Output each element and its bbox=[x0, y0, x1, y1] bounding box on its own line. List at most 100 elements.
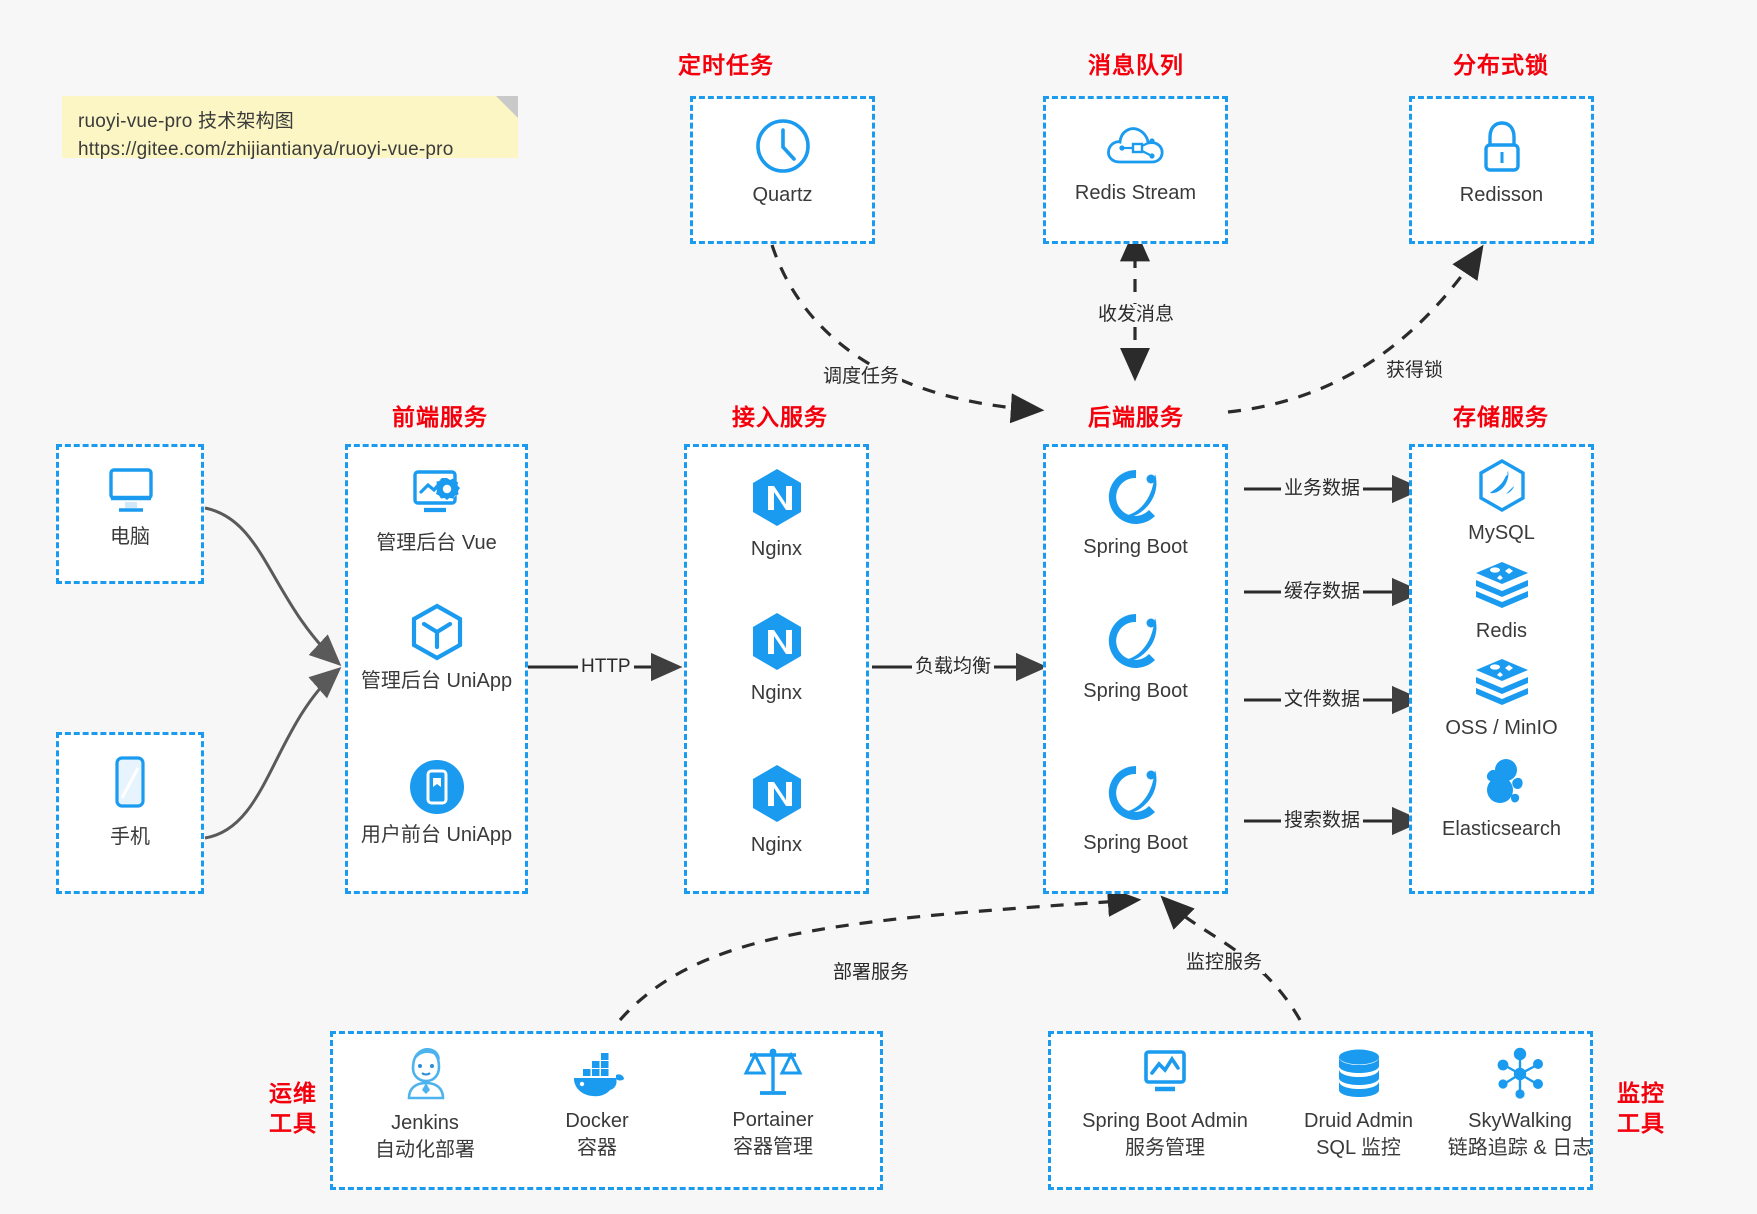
node-redisson[interactable]: Redisson bbox=[1409, 118, 1594, 209]
group-title-lock: 分布式锁 bbox=[1453, 52, 1549, 78]
dashboard-gear-icon bbox=[412, 470, 460, 513]
edge-label-load-balance: 负载均衡 bbox=[912, 656, 995, 678]
node-label: Elasticsearch bbox=[1442, 818, 1561, 840]
node-label: Nginx bbox=[750, 682, 803, 704]
edge-label-monitor-service: 监控服务 bbox=[1183, 952, 1266, 974]
scales-icon bbox=[743, 1048, 803, 1095]
node-label: 管理后台 UniApp bbox=[360, 670, 513, 692]
group-box-phone bbox=[56, 732, 204, 894]
node-label: Portainer bbox=[732, 1109, 814, 1131]
node-phone[interactable]: 手机 bbox=[56, 754, 204, 851]
node-label: MySQL bbox=[1468, 522, 1535, 544]
smartphone-icon bbox=[115, 756, 145, 808]
group-title-devops-line1: 运维 bbox=[269, 1080, 317, 1106]
node-label: Quartz bbox=[752, 184, 813, 206]
node-sublabel: SQL 监控 bbox=[1316, 1137, 1401, 1159]
node-admin-vue[interactable]: 管理后台 Vue bbox=[345, 466, 528, 557]
node-nginx-2[interactable]: Nginx bbox=[684, 610, 869, 707]
node-nginx-3[interactable]: Nginx bbox=[684, 762, 869, 859]
node-admin-uniapp[interactable]: 管理后台 UniApp bbox=[345, 602, 528, 695]
node-springboot-2[interactable]: Spring Boot bbox=[1043, 610, 1228, 705]
group-title-scheduler: 定时任务 bbox=[678, 52, 774, 78]
node-label: Spring Boot bbox=[1083, 832, 1188, 854]
node-sublabel: 服务管理 bbox=[1125, 1137, 1205, 1159]
node-label: 电脑 bbox=[110, 526, 150, 548]
node-label: Redis Stream bbox=[1074, 182, 1197, 204]
jenkins-butler-icon bbox=[407, 1048, 445, 1100]
node-mysql[interactable]: MySQL bbox=[1409, 458, 1594, 547]
node-network-icon bbox=[1497, 1047, 1543, 1099]
group-title-gateway: 接入服务 bbox=[732, 404, 828, 430]
node-portainer[interactable]: Portainer 容器管理 bbox=[693, 1043, 853, 1161]
group-box-computer bbox=[56, 444, 204, 584]
mobile-app-icon bbox=[409, 760, 464, 814]
node-label: Druid Admin bbox=[1304, 1110, 1413, 1132]
note-fold-corner bbox=[496, 96, 518, 118]
node-nginx-1[interactable]: Nginx bbox=[684, 466, 869, 563]
node-quartz[interactable]: Quartz bbox=[690, 116, 875, 209]
node-label: Spring Boot bbox=[1083, 536, 1188, 558]
node-skywalking[interactable]: SkyWalking 链路追踪 & 日志 bbox=[1425, 1046, 1615, 1162]
elasticsearch-cluster-icon bbox=[1486, 759, 1523, 803]
docker-whale-icon bbox=[574, 1053, 624, 1097]
redis-stack-icon bbox=[1475, 562, 1528, 608]
node-oss-minio[interactable]: OSS / MinIO bbox=[1409, 655, 1594, 742]
node-user-uniapp[interactable]: 用户前台 UniApp bbox=[345, 758, 528, 849]
nginx-icon bbox=[752, 469, 801, 526]
mysql-dolphin-icon bbox=[1478, 459, 1525, 512]
node-sublabel: 链路追踪 & 日志 bbox=[1447, 1137, 1593, 1159]
group-title-mq: 消息队列 bbox=[1088, 52, 1184, 78]
node-label: 用户前台 UniApp bbox=[360, 824, 513, 846]
group-title-storage: 存储服务 bbox=[1453, 404, 1549, 430]
database-icon bbox=[1338, 1049, 1379, 1097]
group-box-frontend bbox=[345, 444, 528, 894]
node-redis-stream[interactable]: Redis Stream bbox=[1043, 118, 1228, 207]
node-label: Spring Boot bbox=[1083, 680, 1188, 702]
node-label: SkyWalking bbox=[1468, 1110, 1572, 1132]
spring-leaf-icon bbox=[1108, 765, 1156, 820]
edge-label-acquire-lock: 获得锁 bbox=[1383, 360, 1447, 382]
node-sublabel: 容器管理 bbox=[733, 1136, 813, 1158]
group-title-backend: 后端服务 bbox=[1088, 404, 1184, 430]
node-computer[interactable]: 电脑 bbox=[56, 462, 204, 551]
node-springboot-3[interactable]: Spring Boot bbox=[1043, 762, 1228, 857]
node-label: 手机 bbox=[110, 826, 150, 848]
group-box-monitor bbox=[1048, 1031, 1593, 1190]
cloud-network-icon bbox=[1106, 127, 1163, 164]
node-druid-admin[interactable]: Druid Admin SQL 监控 bbox=[1276, 1046, 1441, 1162]
node-label: Redisson bbox=[1459, 184, 1544, 206]
redis-stack-icon bbox=[1475, 659, 1528, 705]
edge-label-deploy-service: 部署服务 bbox=[830, 962, 913, 984]
node-redis[interactable]: Redis bbox=[1409, 558, 1594, 645]
node-docker[interactable]: Docker 容器 bbox=[517, 1048, 677, 1162]
edge-label-file-data: 文件数据 bbox=[1281, 689, 1364, 711]
edge-label-business-data: 业务数据 bbox=[1281, 478, 1364, 500]
node-sublabel: 自动化部署 bbox=[375, 1139, 475, 1161]
clock-icon bbox=[755, 119, 810, 173]
edge-label-cache-data: 缓存数据 bbox=[1281, 581, 1364, 603]
note-title: ruoyi-vue-pro 技术架构图 bbox=[78, 111, 295, 132]
edge-label-search-data: 搜索数据 bbox=[1281, 810, 1364, 832]
group-box-mq bbox=[1043, 96, 1228, 244]
lock-icon bbox=[1483, 121, 1520, 172]
group-title-monitor: 监控 工具 bbox=[1606, 1078, 1676, 1138]
node-label: 管理后台 Vue bbox=[376, 532, 497, 554]
node-elasticsearch[interactable]: Elasticsearch bbox=[1409, 756, 1594, 843]
monitor-icon bbox=[109, 468, 153, 512]
node-jenkins[interactable]: Jenkins 自动化部署 bbox=[345, 1042, 505, 1164]
edge-label-send-receive-message: 收发消息 bbox=[1095, 304, 1178, 326]
node-spring-boot-admin[interactable]: Spring Boot Admin 服务管理 bbox=[1060, 1046, 1270, 1162]
group-title-monitor-line1: 监控 bbox=[1617, 1080, 1665, 1106]
group-title-devops-line2: 工具 bbox=[269, 1110, 317, 1136]
node-springboot-1[interactable]: Spring Boot bbox=[1043, 466, 1228, 561]
node-label: Redis bbox=[1475, 620, 1528, 642]
node-label: OSS / MinIO bbox=[1445, 717, 1558, 739]
hexagon-cube-icon bbox=[411, 603, 462, 661]
spring-leaf-icon bbox=[1108, 469, 1156, 524]
node-label: Nginx bbox=[750, 538, 803, 560]
nginx-icon bbox=[752, 765, 801, 822]
group-title-frontend: 前端服务 bbox=[392, 404, 488, 430]
group-title-devops: 运维 工具 bbox=[258, 1078, 328, 1138]
note-url: https://gitee.com/zhijiantianya/ruoyi-vu… bbox=[78, 139, 454, 160]
